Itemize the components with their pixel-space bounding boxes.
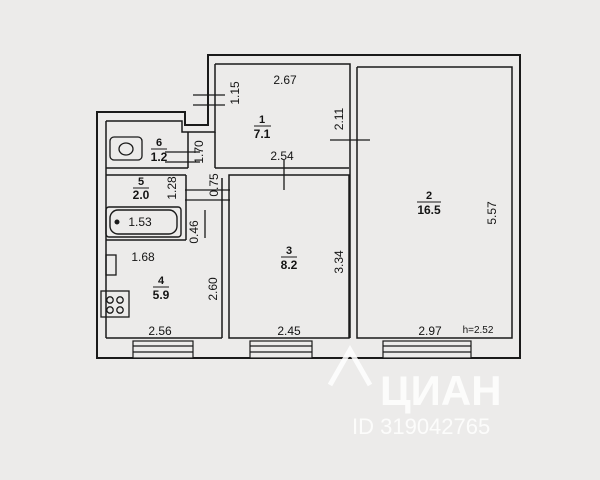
svg-text:5: 5 [138, 176, 144, 188]
dim-hall-top: 2.67 [273, 73, 297, 87]
dim-kitchen-top: 1.68 [131, 250, 155, 264]
svg-text:6: 6 [156, 137, 162, 149]
svg-text:4: 4 [158, 275, 165, 287]
svg-text:1: 1 [259, 114, 265, 126]
outer-wall [96, 54, 521, 359]
door-marks [165, 94, 370, 238]
watermark-brand: ЦИАН [380, 367, 502, 414]
svg-text:7.1: 7.1 [254, 127, 271, 141]
bathtub-icon [105, 206, 182, 238]
svg-text:2.0: 2.0 [133, 188, 150, 202]
dim-hall-bottom: 2.54 [270, 149, 294, 163]
sink-icon [105, 254, 117, 276]
dim-room2-bottom: 2.97 [418, 324, 442, 338]
room-4-label: 4 5.9 [153, 275, 170, 302]
svg-text:16.5: 16.5 [417, 203, 441, 217]
svg-text:2: 2 [426, 190, 432, 202]
dim-room2-right: 5.57 [485, 201, 499, 225]
windows [132, 340, 472, 359]
toilet-icon [109, 136, 143, 161]
watermark: ЦИАН ID 319042765 [327, 344, 502, 439]
dim-bath-right: 1.28 [165, 176, 179, 200]
dim-room3-bottom: 2.45 [277, 324, 301, 338]
dim-kitchen-bottom: 2.56 [148, 324, 172, 338]
svg-text:8.2: 8.2 [281, 258, 298, 272]
room-3-label: 3 8.2 [281, 245, 298, 272]
dim-room3-right: 3.34 [332, 250, 346, 274]
svg-text:1.2: 1.2 [151, 150, 168, 164]
watermark-id: ID 319042765 [352, 414, 490, 439]
cian-logo-icon [327, 344, 373, 387]
dim-hall-right: 2.11 [332, 107, 346, 130]
svg-text:3: 3 [286, 245, 292, 257]
dim-corridor-gap: 0.75 [207, 173, 221, 197]
dim-ceiling-height: h=2.52 [463, 325, 494, 336]
svg-text:5.9: 5.9 [153, 288, 170, 302]
dim-hall-left: 1.15 [228, 81, 242, 105]
room-6-label: 6 1.2 [151, 137, 168, 164]
dim-kitchen-right: 2.60 [206, 277, 220, 301]
room-2-label: 2 16.5 [417, 190, 441, 217]
dim-wc-right: 1.70 [192, 140, 206, 164]
inner-wall [106, 63, 513, 339]
room-5-label: 5 2.0 [133, 176, 150, 202]
stove-icon [100, 290, 130, 318]
dim-bathtub: 1.53 [128, 215, 152, 229]
dim-bath-bottom: 0.46 [187, 220, 201, 244]
room-1-label: 1 7.1 [254, 114, 271, 141]
